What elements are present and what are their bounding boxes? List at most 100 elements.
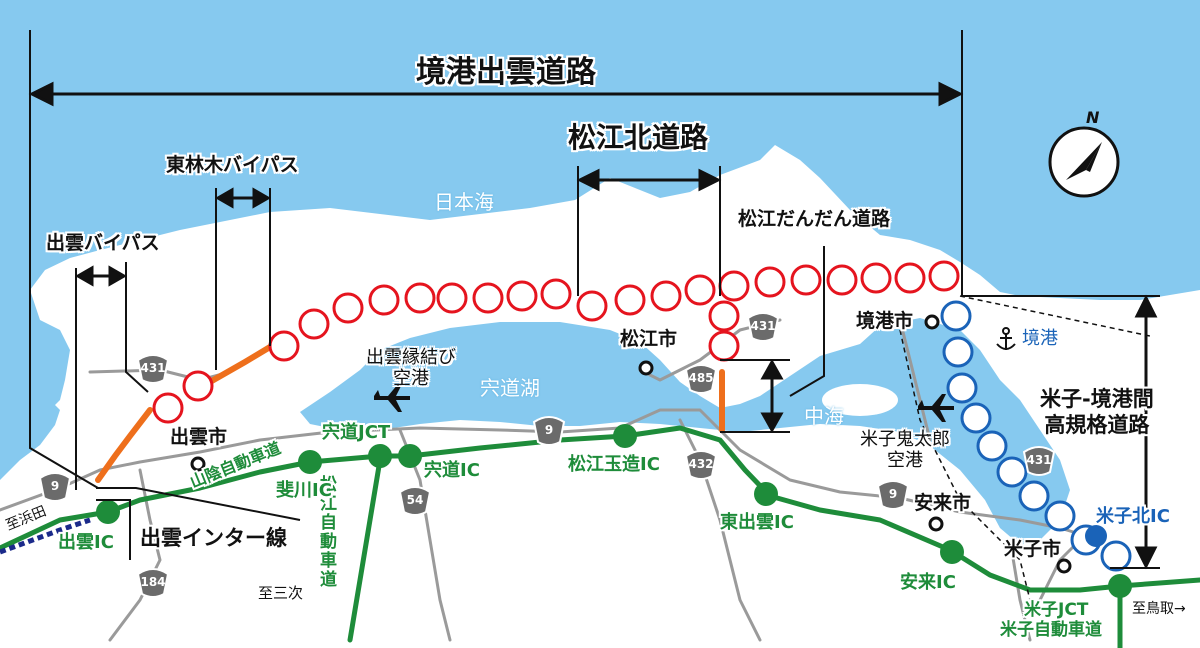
- opened-sections: [95, 341, 725, 483]
- route-number: 432: [688, 457, 714, 471]
- planned-route-circle: [708, 330, 740, 362]
- expressway-label-matsue: 松 江 自 動 車 道: [320, 475, 337, 591]
- ic-marker-yonago-kita: [1085, 525, 1107, 547]
- road-label-matsue-dandan: 松江だんだん道路: [738, 208, 891, 230]
- road-label-matsue-kita: 松江北道路: [568, 121, 709, 154]
- ic-label-yasugi: 安来IC: [900, 572, 956, 593]
- land-daikonshima: [822, 384, 898, 416]
- planned-route-circle: [152, 392, 184, 424]
- ic-marker-matsue-tamatsukuri: [613, 424, 637, 448]
- water-label-lake-shinji: 宍道湖: [480, 376, 540, 400]
- city-label-matsue: 松江市: [620, 328, 678, 350]
- dimension-lines: [29, 30, 1160, 569]
- lake-shinji: [300, 318, 1070, 545]
- ic-marker-shinji-ic: [398, 444, 422, 468]
- planned-route-circle: [894, 262, 926, 294]
- route-number: 9: [888, 487, 898, 501]
- planned-route-circle: [1044, 500, 1076, 532]
- route-number: 54: [406, 493, 424, 507]
- route-number: 431: [750, 319, 776, 333]
- route-shield: 184: [136, 566, 170, 600]
- ic-marker-hikawa: [298, 450, 322, 474]
- ic-marker-yasugi: [940, 540, 964, 564]
- route-shield: 54: [398, 484, 432, 518]
- planned-route-circle: [368, 284, 400, 316]
- road-label-sakai-izumo: 境港出雲道路: [416, 55, 596, 90]
- leader-lines: [899, 295, 1151, 601]
- city-marker-sakaiminato: [924, 314, 940, 330]
- route-shield: 9: [38, 470, 72, 504]
- direction-label-miyoshi: 至三次: [258, 584, 304, 602]
- planned-route-circle: [826, 264, 858, 296]
- planned-route-circle: [298, 308, 330, 340]
- road-label-izumo-inter: 出雲インター線: [140, 526, 287, 550]
- planned-route-circle: [436, 282, 468, 314]
- city-marker-yonago: [1056, 558, 1072, 574]
- road-label-yonago-sakai: 米子-境港間 高規格道路: [1040, 387, 1154, 438]
- arrows: [28, 81, 1158, 570]
- planned-route-circle: [506, 280, 538, 312]
- planned-route-circle: [928, 260, 960, 292]
- planned-route-circle: [684, 274, 716, 306]
- water-label-nakaumi: 中海: [804, 404, 844, 428]
- route-number: 431: [1026, 453, 1052, 467]
- route-number: 9: [544, 423, 554, 437]
- city-label-yasugi: 安来市: [914, 492, 972, 514]
- ic-label-higashi-izumo: 東出雲IC: [720, 512, 794, 533]
- planned-route-circle: [942, 336, 974, 368]
- airport-label-izumo: 出雲縁結び 空港: [366, 347, 456, 389]
- route-shield: 431: [136, 352, 170, 386]
- rail-line: [0, 517, 91, 555]
- planned-route-circle: [404, 282, 436, 314]
- land-yumigahama: [880, 288, 1200, 560]
- ic-label-shinji-ic: 宍道IC: [424, 460, 480, 481]
- planned-route-circle: [960, 402, 992, 434]
- planned-route-circle: [182, 370, 214, 402]
- ic-marker-izumo: [96, 500, 120, 524]
- planned-route-circle: [472, 282, 504, 314]
- water-label-sea-of-japan: 日本海: [434, 190, 494, 214]
- city-label-sakaiminato: 境港市: [856, 310, 914, 332]
- ic-marker-shinji-jct: [368, 444, 392, 468]
- city-marker-matsue: [638, 360, 654, 376]
- planned-route-circle: [1018, 480, 1050, 512]
- water-label-sakai-port: 境港: [1022, 328, 1058, 349]
- ic-label-hikawa: 斐川IC: [276, 480, 332, 501]
- ic-label-matsue-tamatsukuri: 松江玉造IC: [568, 454, 660, 475]
- interchange-markers: [96, 424, 1132, 598]
- route-shield: 9: [532, 414, 566, 448]
- ic-label-yonago-jct: 米子JCT: [1024, 600, 1089, 620]
- ic-marker-yonago-jct: [1108, 574, 1132, 598]
- route-number: 9: [50, 479, 60, 493]
- planned-route-circle: [718, 270, 750, 302]
- airport-label-yonago: 米子鬼太郎 空港: [860, 429, 950, 471]
- road-label-higashi-bayashigi: 東林木バイパス: [166, 154, 299, 176]
- route-number: 431: [140, 361, 166, 375]
- city-label-izumo: 出雲市: [170, 426, 228, 448]
- planned-route-circle: [790, 264, 822, 296]
- planned-route-circle: [650, 280, 682, 312]
- route-number: 485: [688, 371, 714, 385]
- route-number: 184: [140, 575, 166, 589]
- city-label-yonago: 米子市: [1004, 538, 1062, 560]
- ic-label-yonago-kita: 米子北IC: [1096, 506, 1170, 527]
- planned-route-circle: [976, 430, 1008, 462]
- city-marker-yasugi: [928, 516, 944, 532]
- route-shield: 432: [684, 448, 718, 482]
- planned-route-circle: [946, 372, 978, 404]
- planned-route-circle: [1100, 540, 1132, 572]
- airplane-icon: [918, 394, 954, 422]
- route-shield: 431: [746, 310, 780, 344]
- planned-route-circle: [268, 330, 300, 362]
- planned-route-circle: [996, 456, 1028, 488]
- airplane-icon: [374, 384, 410, 412]
- ic-label-izumo: 出雲IC: [58, 532, 114, 553]
- planned-route-circle: [614, 284, 646, 316]
- planned-route-circle: [332, 292, 364, 324]
- anchor-icon: [996, 327, 1016, 350]
- ic-marker-higashi-izumo: [754, 482, 778, 506]
- planned-route-circle: [708, 300, 740, 332]
- ic-label-shinji-jct: 宍道JCT: [322, 422, 391, 443]
